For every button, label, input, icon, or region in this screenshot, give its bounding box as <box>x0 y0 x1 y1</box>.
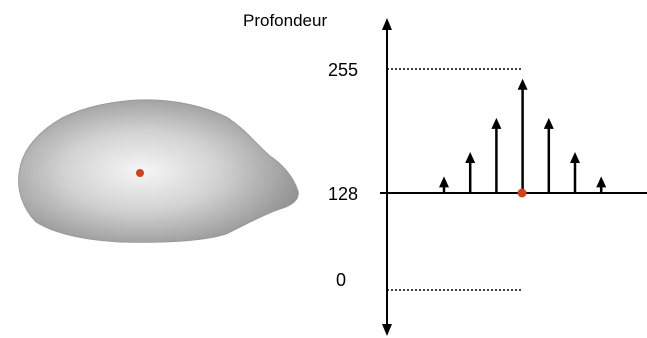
depth-arrow-head-icon <box>517 78 528 90</box>
axis-title: Profondeur <box>243 11 328 30</box>
axis-arrow-down-icon <box>382 324 392 336</box>
blob-center-dot <box>136 169 144 177</box>
depth-arrows <box>439 78 607 193</box>
tick-label-0: 0 <box>336 270 347 290</box>
depth-arrow-head-icon <box>570 151 580 163</box>
axis-arrow-up-icon <box>382 18 392 30</box>
depth-arrow-head-icon <box>596 176 607 188</box>
depth-arrow-head-icon <box>491 117 502 129</box>
depth-arrow-head-icon <box>543 117 554 129</box>
center-marker <box>517 188 527 198</box>
depth-arrow-head-icon <box>465 151 476 163</box>
depth-arrow-head-icon <box>439 176 449 188</box>
tick-label-128: 128 <box>328 184 359 204</box>
tick-label-255: 255 <box>328 60 359 80</box>
depth-blob <box>18 99 299 243</box>
